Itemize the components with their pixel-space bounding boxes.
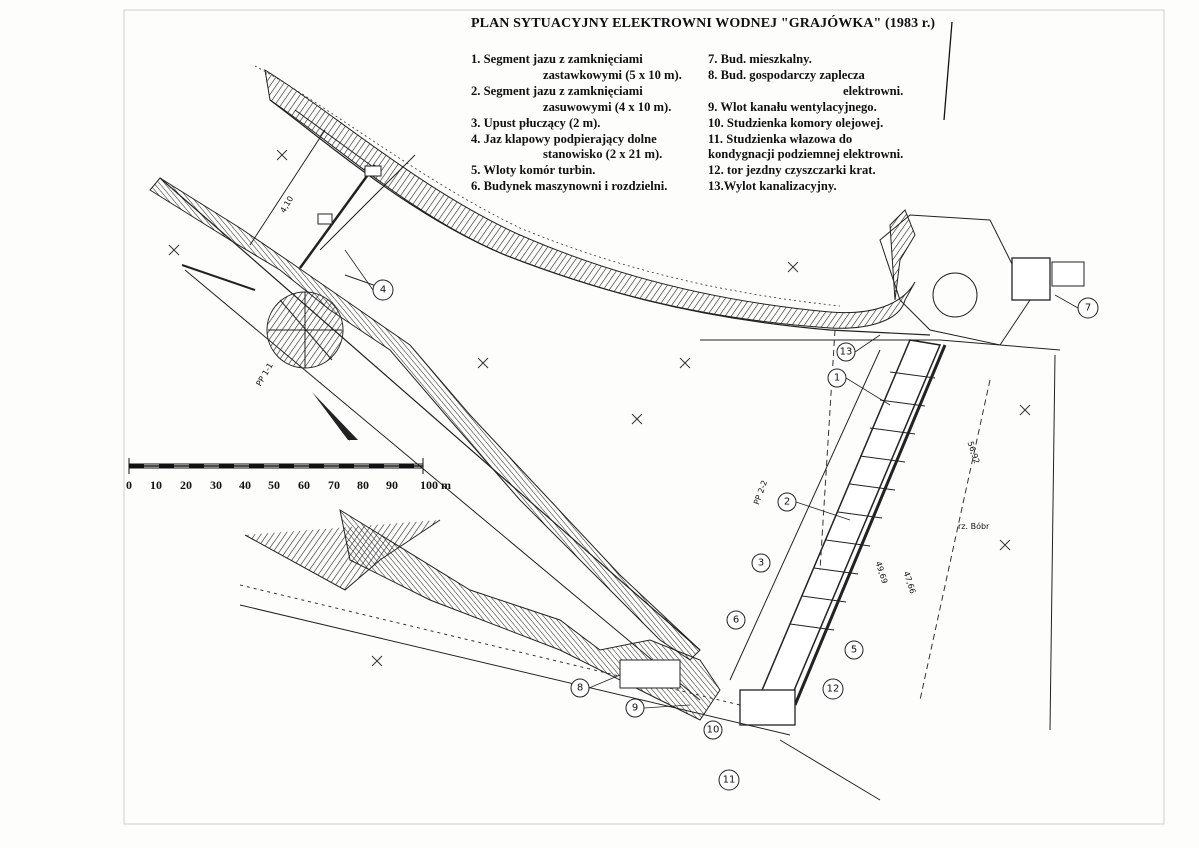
legend-item-5: 5. Wloty komór turbin. (471, 163, 596, 178)
survey-marks (168, 149, 1031, 667)
scale-tick-60: 60 (298, 478, 310, 492)
buildings-7-8 (879, 209, 1085, 346)
legend-item-3: 3. Upust płuczący (2 m). (471, 115, 601, 130)
scale-bar (128, 458, 424, 474)
scale-tick-10: 10 (150, 478, 162, 492)
callout-11: 11 (722, 774, 736, 786)
legend-item-7: 7. Bud. mieszkalny. (708, 52, 812, 66)
legend-item-10: 10. Studzienka komory olejowej. (708, 115, 884, 130)
callout-9: 9 (631, 702, 639, 714)
legend-item-12: 12. tor jezdny czyszczarki krat. (708, 163, 876, 178)
river-label: rz. Bóbr (958, 522, 990, 531)
callout-13: 13 (839, 346, 853, 358)
callout-1: 1 (833, 372, 841, 384)
scale-tick-30: 30 (210, 478, 222, 492)
weir-4-structure (181, 109, 416, 369)
callout-8: 8 (576, 682, 584, 694)
scale-tick-90: 90 (386, 478, 398, 492)
callout-6: 6 (732, 614, 740, 626)
scale-tick-0: 0 (126, 478, 132, 492)
callout-5: 5 (850, 644, 858, 656)
scale-tick-40: 40 (239, 478, 251, 492)
callout-2: 2 (783, 496, 791, 508)
callout-7: 7 (1084, 302, 1092, 314)
scale-end-label: 100 m (420, 478, 451, 492)
callout-10: 10 (706, 724, 720, 736)
legend-item-6: 6. Budynek maszynowni i rozdzielni. (471, 179, 668, 194)
callout-3: 3 (757, 557, 765, 569)
main-dam-structure (729, 329, 1056, 731)
scale-tick-50: 50 (268, 478, 280, 492)
north-arrow-icon (312, 392, 358, 441)
scale-tick-80: 80 (357, 478, 369, 492)
callout-4: 4 (379, 284, 387, 296)
plan-title: PLAN SYTUACYJNY ELEKTROWNI WODNEJ "GRAJÓ… (471, 16, 936, 31)
legend-right: 7. Bud. mieszkalny. 8. Bud. gospodarczy … (708, 52, 903, 195)
scale-tick-70: 70 (328, 478, 340, 492)
legend-item-13: 13.Wylot kanalizacyjny. (708, 179, 837, 194)
callout-circles (372, 279, 1099, 791)
legend-item-9: 9. Wlot kanału wentylacyjnego. (708, 99, 877, 114)
scale-tick-20: 20 (180, 478, 192, 492)
callout-12: 12 (826, 683, 840, 695)
